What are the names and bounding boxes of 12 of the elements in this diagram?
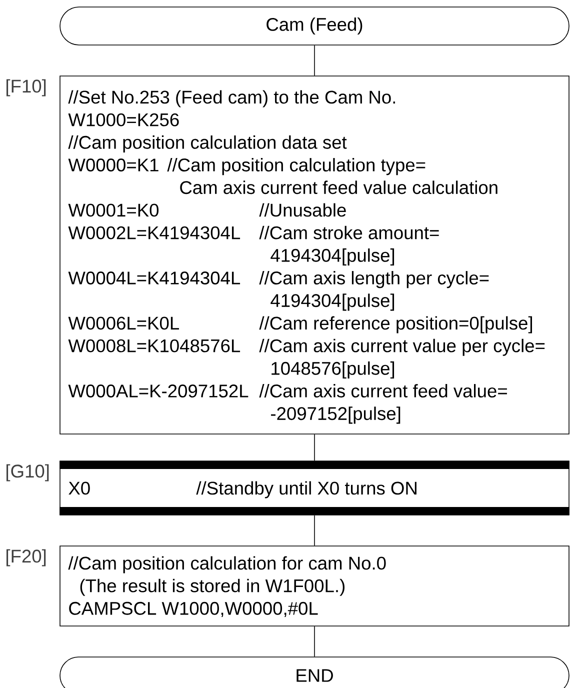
- process-box: //Cam position calculation for cam No.0 (The result is stored in W1F00L.) CAMPSCL W1000,W0000,#0L: [60, 546, 570, 626]
- connector-line: [314, 434, 315, 461]
- wait-box: X0 //Standby until X0 turns ON: [60, 460, 570, 516]
- connector-line: [314, 626, 315, 657]
- connector-line: [314, 515, 315, 546]
- terminal-box: Cam (Feed): [60, 6, 570, 46]
- process-box: //Set No.253 (Feed cam) to the Cam No. W1000=K256 //Cam position calculation data set W0000=K1 //Cam position calculation type= Cam axis current feed value calculation W0001=K0 //Unusable W0002L=K4194304L //Cam stroke amount= 4194304[pulse] W0004L=K4194304L //Cam axis length per cycle= 4194304[pulse] W0006L=K0L //Cam reference position=0[pulse] W0008L=K1048576L //Cam axis current value per cycle= 1048576[pulse] W000AL=K-2097152L //Cam axis current feed value= -2097152[pulse]: [60, 76, 570, 434]
- terminal-box: END: [60, 656, 570, 688]
- step-label: [G10]: [6, 464, 49, 482]
- connector-line: [314, 45, 315, 76]
- step-label: [F10]: [6, 79, 46, 96]
- step-label: [F20]: [6, 549, 46, 566]
